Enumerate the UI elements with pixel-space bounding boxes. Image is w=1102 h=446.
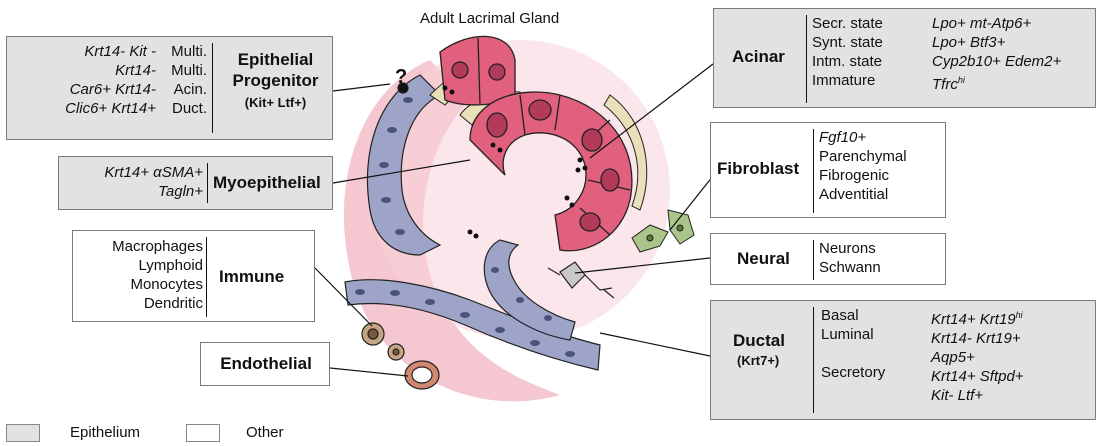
immune-title: Immune: [219, 267, 284, 287]
progenitor-subtitle: (Kit+ Ltf+): [223, 95, 328, 110]
marker-superscript: hi: [958, 75, 965, 85]
ductal-type: Luminal: [821, 325, 921, 344]
epithelial-progenitor-box: Krt14- Kit - Krt14- Car6+ Krt14- Clic6+ …: [6, 36, 333, 140]
divider: [806, 15, 807, 103]
ductal-title: Ductal: [733, 331, 785, 351]
ductal-marker: Krt14- Krt19+: [931, 329, 1091, 348]
acinar-markers: Lpo+ mt-Atp6+ Lpo+ Btf3+ Cyp2b10+ Edem2+…: [932, 14, 1097, 94]
ductal-markers: Krt14+ Krt19hi Krt14- Krt19+ Aqp5+ Krt14…: [931, 306, 1091, 405]
marker-superscript: hi: [1016, 310, 1023, 320]
ductal-type: Basal: [821, 306, 921, 325]
fibroblast-box: Fibroblast Fgf10+ Parenchymal Fibrogenic…: [710, 122, 946, 218]
ductal-marker-basal: Krt14+ Krt19hi: [931, 306, 1091, 329]
progenitor-marker: Krt14-: [16, 61, 156, 80]
divider: [207, 163, 208, 203]
acinar-marker: Cyp2b10+ Edem2+: [932, 52, 1097, 71]
acinus-small: [440, 36, 515, 105]
immune-type: Macrophages: [77, 237, 203, 256]
divider: [813, 129, 814, 213]
fibroblast-type: Adventitial: [819, 185, 944, 204]
acinar-marker: Lpo+ mt-Atp6+: [932, 14, 1097, 33]
ductal-marker: Krt14+ Krt19: [931, 311, 1016, 328]
divider: [206, 237, 207, 317]
immune-type: Dendritic: [77, 294, 203, 313]
blood-vessel: [405, 361, 439, 389]
progenitor-state: Acin.: [157, 80, 207, 99]
divider: [813, 307, 814, 413]
myoepithelial-box: Krt14+ αSMA+ Tagln+ Myoepithelial: [58, 156, 333, 210]
fibroblast-type: Parenchymal: [819, 147, 944, 166]
acinar-state: Secr. state: [812, 14, 922, 33]
immune-types: Macrophages Lymphoid Monocytes Dendritic: [77, 237, 203, 313]
neural-types: Neurons Schwann: [819, 239, 939, 277]
ductal-marker: Aqp5+: [931, 348, 1091, 367]
progenitor-state: Multi.: [157, 61, 207, 80]
progenitor-title: Epithelial Progenitor: [223, 49, 328, 91]
divider: [813, 240, 814, 280]
acinar-title: Acinar: [732, 47, 785, 67]
progenitor-marker: Clic6+ Krt14+: [16, 99, 156, 118]
neural-type: Schwann: [819, 258, 939, 277]
legend-other-swatch: [186, 424, 220, 442]
progenitor-state: Multi.: [157, 42, 207, 61]
ductal-type: Secretory: [821, 363, 921, 382]
ductal-types: Basal Luminal Secretory: [821, 306, 921, 382]
divider: [212, 43, 213, 133]
fibroblast-title: Fibroblast: [717, 159, 799, 179]
progenitor-marker: Car6+ Krt14-: [16, 80, 156, 99]
progenitor-markers: Krt14- Kit - Krt14- Car6+ Krt14- Clic6+ …: [16, 42, 156, 118]
endothelial-title: Endothelial: [201, 354, 331, 374]
neural-box: Neural Neurons Schwann: [710, 233, 946, 285]
ductal-subtitle: (Krt7+): [737, 353, 779, 368]
fibroblast-types: Fgf10+ Parenchymal Fibrogenic Adventitia…: [819, 128, 944, 204]
neural-type: Neurons: [819, 239, 939, 258]
figure-title: Adult Lacrimal Gland: [420, 10, 559, 27]
legend-epithelium-swatch: [6, 424, 40, 442]
ductal-box: Ductal (Krt7+) Basal Luminal Secretory K…: [710, 300, 1096, 420]
immune-type: Monocytes: [77, 275, 203, 294]
progenitor-title-line2: Progenitor: [223, 70, 328, 91]
immune-type: Lymphoid: [77, 256, 203, 275]
legend-other-label: Other: [246, 423, 284, 442]
myoepithelial-title: Myoepithelial: [213, 173, 321, 193]
progenitor-state: Duct.: [157, 99, 207, 118]
acinar-box: Acinar Secr. state Synt. state Intm. sta…: [713, 8, 1096, 108]
progenitor-title-line1: Epithelial: [223, 49, 328, 70]
acinar-states: Secr. state Synt. state Intm. state Imma…: [812, 14, 922, 90]
acinar-marker-tfrc: Tfrchi: [932, 71, 1097, 94]
ductal-marker: Krt14+ Sftpd+: [931, 367, 1091, 386]
acinar-marker: Lpo+ Btf3+: [932, 33, 1097, 52]
myoepithelial-marker: Krt14+ αSMA+: [63, 163, 203, 182]
ductal-marker: Kit- Ltf+: [931, 386, 1091, 405]
acinar-state: Synt. state: [812, 33, 922, 52]
question-mark: ?: [395, 66, 407, 89]
progenitor-states: Multi. Multi. Acin. Duct.: [157, 42, 207, 118]
fibroblast-type: Fibrogenic: [819, 166, 944, 185]
legend-epithelium-label: Epithelium: [70, 423, 140, 442]
immune-box: Macrophages Lymphoid Monocytes Dendritic…: [72, 230, 315, 322]
acinar-state: Immature: [812, 71, 922, 90]
fibroblast-type: Fgf10+: [819, 128, 944, 147]
myoepithelial-markers: Krt14+ αSMA+ Tagln+: [63, 163, 203, 201]
myoepithelial-marker: Tagln+: [63, 182, 203, 201]
acinar-marker: Tfrc: [932, 76, 958, 93]
endothelial-box: Endothelial: [200, 342, 330, 386]
neural-title: Neural: [737, 249, 790, 269]
acinar-state: Intm. state: [812, 52, 922, 71]
progenitor-marker: Krt14- Kit -: [16, 42, 156, 61]
